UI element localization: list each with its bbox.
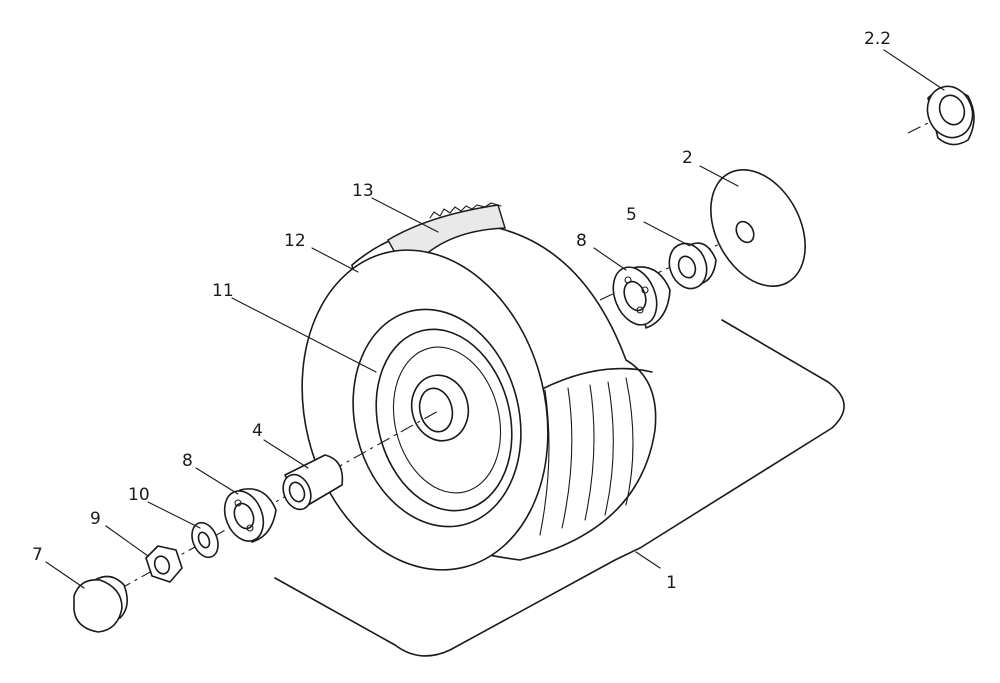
rim-inner xyxy=(375,328,513,512)
label-part-9: 9 xyxy=(90,509,101,529)
label-part-13: 13 xyxy=(352,181,374,201)
label-part-8-upper: 8 xyxy=(576,231,587,251)
tread-cutaway xyxy=(387,204,506,263)
assembly-bracket xyxy=(274,319,845,657)
label-part-11: 11 xyxy=(212,281,234,301)
part-2-2-cap xyxy=(926,85,975,146)
label-part-2-2: 2.2 xyxy=(864,29,891,49)
part-10-washer xyxy=(191,521,219,559)
label-part-4: 4 xyxy=(252,421,263,441)
hub-bore xyxy=(418,387,454,433)
label-part-2: 2 xyxy=(682,148,693,168)
label-part-10: 10 xyxy=(128,485,150,505)
leader-lines xyxy=(45,49,945,589)
label-part-1: 1 xyxy=(666,573,677,593)
part-7-dome-cap xyxy=(73,575,128,633)
part-2-disc xyxy=(710,169,806,287)
part-4-spacer xyxy=(282,454,344,511)
part-5-bushing xyxy=(668,242,717,290)
part-8-bearing-upper xyxy=(612,266,671,329)
label-part-7: 7 xyxy=(32,545,43,565)
label-part-5: 5 xyxy=(626,205,637,225)
part-9-nut xyxy=(145,545,183,583)
wheel-assembly xyxy=(301,202,657,571)
label-part-8-lower: 8 xyxy=(182,451,193,471)
label-part-12: 12 xyxy=(284,231,306,251)
part-8-bearing-lower xyxy=(223,488,277,543)
